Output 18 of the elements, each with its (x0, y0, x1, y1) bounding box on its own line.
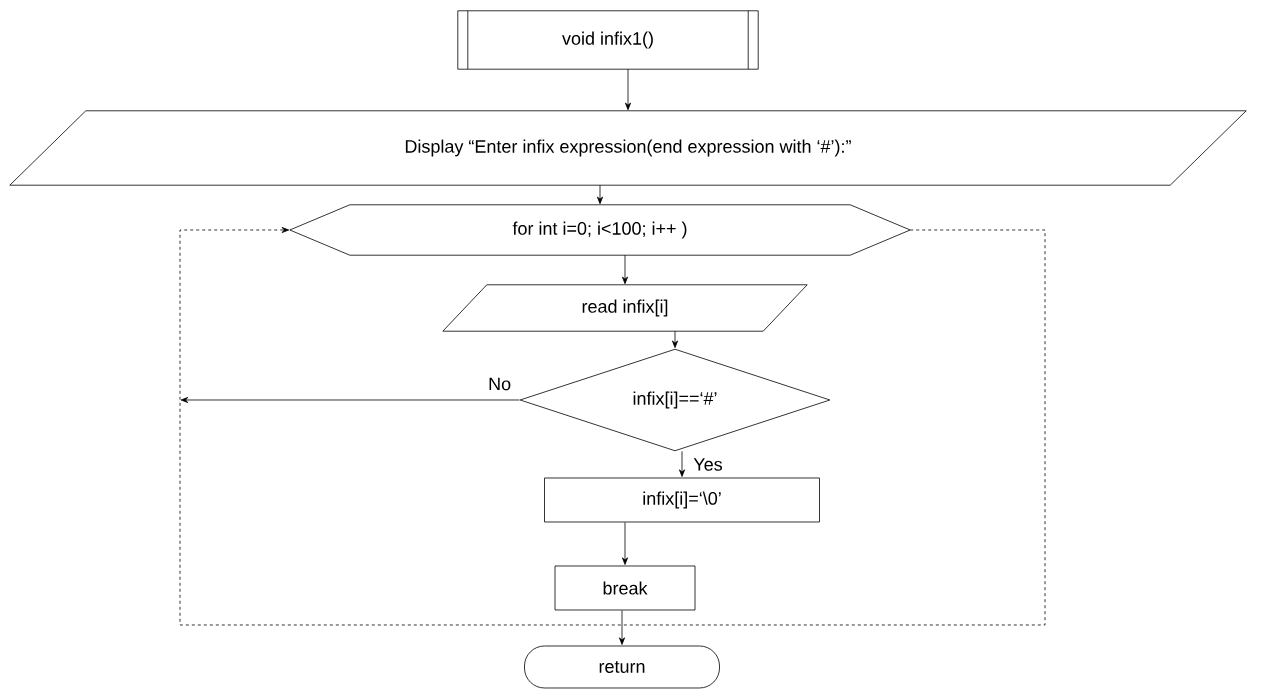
process-box: break (554, 565, 696, 611)
arrow (597, 184, 603, 205)
edge-label: No (487, 376, 513, 392)
subroutine-box: void infix1() (457, 10, 759, 70)
arrow (179, 227, 1046, 626)
arrow (679, 450, 685, 477)
arrow (180, 397, 520, 403)
input-output-parallelogram: Display “Enter infix expression(end expression with ‘#’):” (9, 110, 1247, 186)
edge-label: Yes (692, 457, 724, 472)
arrow (625, 68, 631, 111)
terminal-box: return (524, 645, 720, 689)
process-box: infix[i]=‘\0’ (544, 477, 820, 523)
loop-hexagon: for int i=0; i<100; i++ ) (289, 204, 911, 256)
arrow (619, 610, 625, 645)
input-parallelogram: read infix[i] (442, 284, 808, 332)
arrow (672, 330, 678, 348)
arrow (622, 522, 628, 565)
arrow (622, 254, 628, 285)
